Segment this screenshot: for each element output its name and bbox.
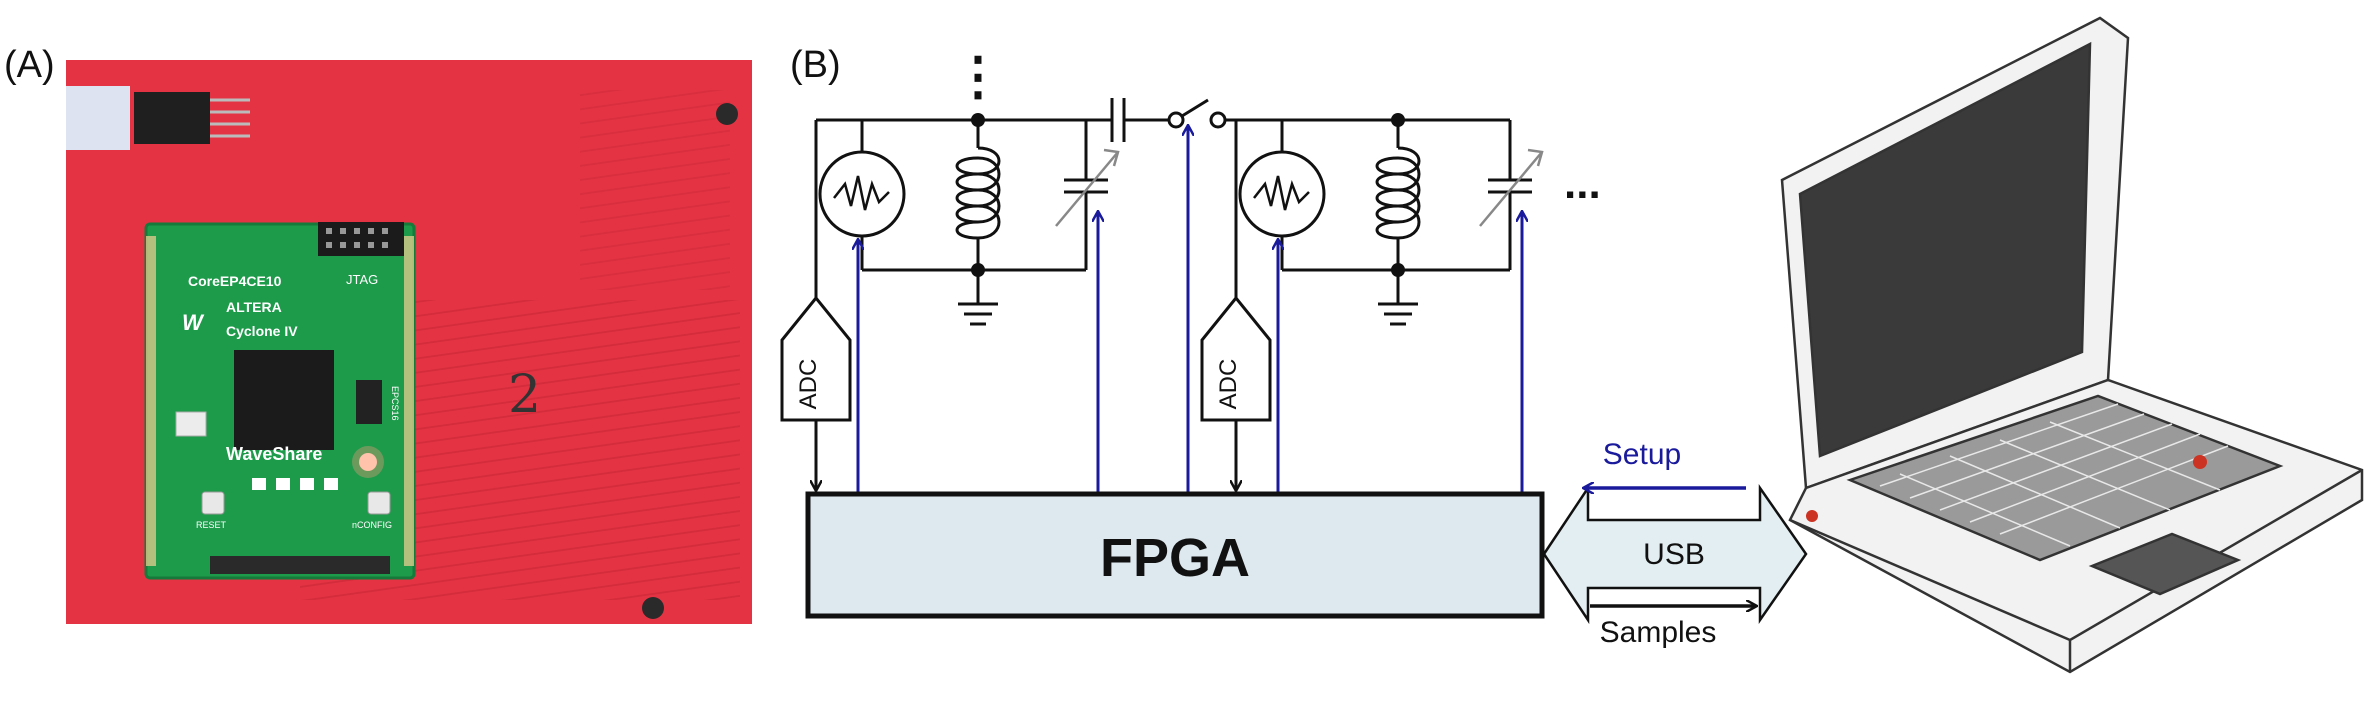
standoff (642, 597, 664, 619)
samples-flow: Samples (1590, 606, 1756, 649)
adc-2-label: ADC (1215, 359, 1242, 410)
ground-icon (1378, 270, 1418, 326)
inductor-icon (1375, 120, 1421, 270)
more-above-ellipsis: ⋮ (952, 48, 1004, 106)
panel-a-label: (A) (4, 44, 55, 86)
laptop-led (1806, 510, 1818, 522)
nconfig-button (367, 491, 391, 515)
pin-header-left (146, 236, 156, 566)
setup-flow: Setup (1584, 438, 1746, 488)
variable-capacitor-icon (1055, 120, 1120, 270)
usb-link: USB (1542, 483, 1808, 625)
fpga-block: FPGA (805, 491, 1545, 619)
variable-capacitor-icon (1479, 120, 1544, 270)
ground-icon (958, 270, 998, 326)
config-flash-chip (356, 380, 382, 424)
reset-silk: RESET (196, 520, 227, 530)
laptop-pointer-stick (2193, 455, 2207, 469)
cable-plug (66, 86, 130, 150)
board-photo: 2 JTAG CoreEP4CE10 W ALTERA Cyclone IV (66, 60, 752, 624)
setup-label: Setup (1603, 438, 1681, 471)
usb-label: USB (1643, 538, 1705, 571)
fpga-chip (234, 350, 334, 450)
standoff (716, 103, 738, 125)
panel-b-label: (B) (790, 44, 841, 86)
pin-header-right (404, 236, 414, 566)
junction-dot (1391, 113, 1405, 127)
schematic: ⋮ (780, 48, 1601, 492)
flash-silk: EPCS16 (390, 386, 400, 421)
usb-arrow-icon (1542, 483, 1808, 625)
adc-2 (1200, 295, 1272, 490)
handwritten-mark: 2 (508, 365, 541, 425)
resonator-cell-1: ADC (780, 98, 1234, 490)
jtag-header (318, 222, 404, 256)
status-led (359, 453, 377, 471)
laptop-icon (1780, 16, 2364, 674)
model-silk: CoreEP4CE10 (188, 273, 282, 289)
laptop-touchpad (2088, 532, 2242, 596)
resonator-cell-2: ADC (1200, 113, 1544, 490)
nconfig-silk: nCONFIG (352, 520, 392, 530)
fpga-label: FPGA (1100, 528, 1250, 588)
samples-label: Samples (1600, 616, 1717, 649)
maker-silk: WaveShare (226, 444, 322, 464)
adc-1 (780, 295, 852, 490)
laptop-keyboard (1846, 394, 2284, 562)
pin-header-bottom (210, 556, 390, 574)
brand-silk: ALTERA (226, 299, 282, 315)
coupling-switch-icon (1167, 98, 1234, 129)
core-board: JTAG CoreEP4CE10 W ALTERA Cyclone IV EPC… (144, 222, 416, 580)
more-cells-ellipsis: ... (1564, 159, 1601, 208)
header-connector (134, 92, 210, 144)
crystal (175, 411, 207, 437)
junction-dot (971, 113, 985, 127)
adc-1-label: ADC (795, 359, 822, 410)
reset-button (201, 491, 225, 515)
control-lines (858, 126, 1522, 492)
coupling-capacitor-icon (1110, 98, 1170, 142)
inductor-icon (955, 120, 1001, 270)
jtag-silk: JTAG (346, 272, 378, 287)
waveshare-logo: W (182, 310, 205, 335)
laptop-screen (1798, 41, 2092, 458)
family-silk: Cyclone IV (226, 323, 298, 339)
